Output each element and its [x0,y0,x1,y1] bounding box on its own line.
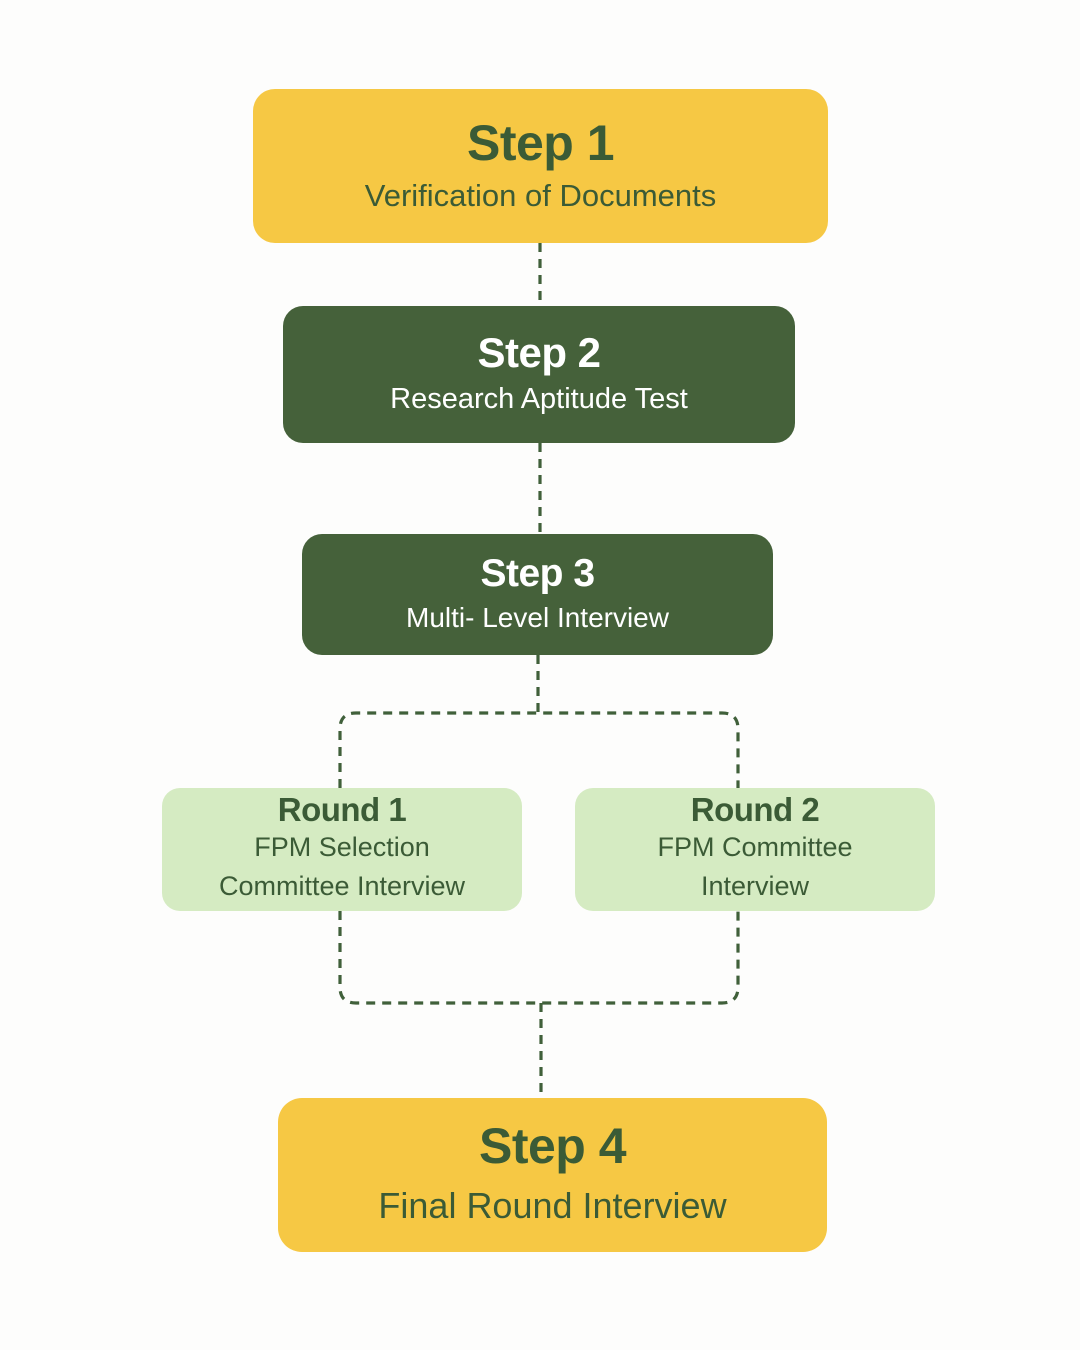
round-1-line-1: FPM Selection [254,831,430,862]
step-3-subtitle: Multi- Level Interview [406,601,669,633]
round-2-title: Round 2 [690,791,820,829]
round-1-node: Round 1 FPM Selection Committee Intervie… [162,788,522,911]
step-1-node: Step 1 Verification of Documents [253,89,828,243]
step-4-node: Step 4 Final Round Interview [278,1098,827,1252]
step-1-title: Step 1 [466,114,615,171]
step-2-title: Step 2 [477,328,601,376]
round-1-line-2: Committee Interview [218,870,466,901]
step-4-subtitle: Final Round Interview [378,1185,727,1227]
step-3-title: Step 3 [480,551,595,595]
step-2-subtitle: Research Aptitude Test [390,383,688,416]
round-1-title: Round 1 [277,791,407,829]
round-2-node: Round 2 FPM Committee Interview [575,788,935,911]
round-2-line-1: FPM Committee [657,831,853,862]
step-3-node: Step 3 Multi- Level Interview [302,534,773,655]
step-2-node: Step 2 Research Aptitude Test [283,306,795,443]
branch-bracket-to-rounds [338,711,740,788]
step-4-title: Step 4 [478,1118,627,1175]
merge-bracket-from-rounds [338,911,740,1005]
round-2-line-2: Interview [700,870,810,901]
step-1-subtitle: Verification of Documents [364,177,717,213]
